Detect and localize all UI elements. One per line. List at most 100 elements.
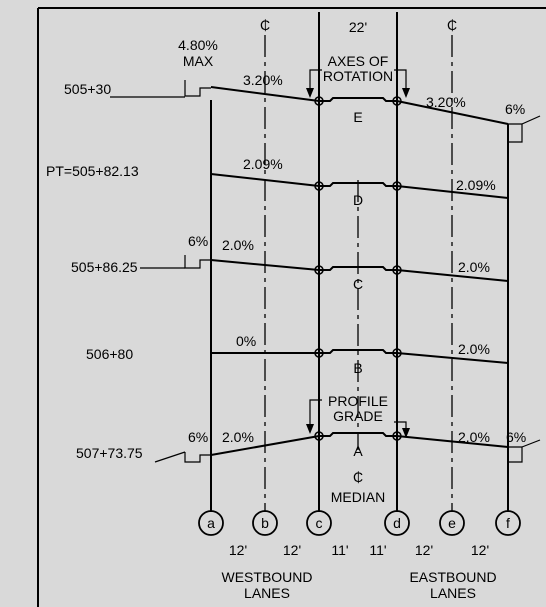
edge-note-right-a: 6% — [506, 429, 526, 445]
lane-width-1: 12' — [229, 542, 247, 558]
median-label: MEDIAN — [331, 489, 385, 505]
section-letter-e: E — [353, 109, 362, 125]
lane-marker-circle — [495, 510, 521, 536]
profile-grade-line-2: GRADE — [333, 408, 383, 424]
pivot-point — [392, 181, 402, 191]
westbound-slope-d — [210, 173, 320, 187]
median-c — [319, 266, 397, 271]
eastbound-slope-e — [396, 100, 509, 125]
station-label-5: 507+73.75 — [76, 445, 143, 461]
westbound-slope-c — [210, 259, 320, 271]
lane-marker-c: c — [316, 515, 323, 531]
edge-note-right-e: 6% — [505, 101, 525, 117]
lane-marker-circle — [306, 510, 332, 536]
pivot-points — [314, 96, 402, 441]
section-letter-b: B — [353, 360, 362, 376]
profile-arrow-right — [402, 428, 410, 438]
profile-arrow-left — [306, 424, 314, 434]
slope-left-b: 0% — [236, 333, 256, 349]
westbound-slope-a — [210, 435, 320, 456]
station-label-1: 505+30 — [64, 81, 111, 97]
centerline-symbol-west: ₵ — [260, 17, 270, 33]
median-e — [319, 97, 397, 102]
eastbound-slope-a — [396, 435, 509, 448]
lane-marker-circle — [384, 510, 410, 536]
right-shoulder-e-tail — [521, 115, 541, 125]
eastbound-label-line-2: LANES — [430, 585, 476, 601]
station-label-3: 505+86.25 — [71, 259, 138, 275]
profile-leader-left — [309, 399, 322, 425]
station-leader-5 — [154, 451, 186, 463]
axes-leader-left — [309, 69, 322, 90]
westbound-label-line-2: LANES — [244, 585, 290, 601]
slope-left-a: 2.0% — [222, 429, 254, 445]
axes-arrow-left — [306, 88, 314, 98]
eastbound-slope-b — [396, 352, 509, 364]
left-shoulder-e — [184, 80, 211, 97]
lane-width-3: 11' — [331, 542, 348, 558]
pivot-point — [314, 431, 324, 441]
station-label-2: PT=505+82.13 — [46, 163, 139, 179]
max-slope-label: MAX — [183, 53, 214, 69]
axes-arrow-right — [402, 88, 410, 98]
profile-grade-line-1: PROFILE — [328, 393, 388, 409]
lane-marker-e: e — [448, 515, 456, 531]
axes-label-line-1: AXES OF — [328, 53, 389, 69]
lane-marker-f: f — [506, 515, 510, 531]
median-width-label: 22' — [349, 19, 367, 35]
eastbound-label-line-1: EASTBOUND — [409, 569, 496, 585]
station-label-4: 506+80 — [86, 346, 133, 362]
right-shoulder-a-tail — [521, 439, 541, 448]
slope-left-e: 3.20% — [243, 72, 283, 88]
lane-width-2: 12' — [283, 542, 301, 558]
axes-label-line-2: ROTATION — [323, 68, 393, 84]
lane-marker-circle — [198, 510, 224, 536]
axes-leader-right — [394, 69, 407, 90]
pivot-point — [314, 181, 324, 191]
lane-marker-a: a — [207, 515, 215, 531]
pivot-point — [314, 96, 324, 106]
lane-marker-b: b — [261, 515, 269, 531]
slope-right-c: 2.0% — [458, 259, 490, 275]
median-d — [319, 182, 397, 187]
section-letter-c: C — [353, 276, 363, 292]
lane-width-6: 12' — [471, 542, 489, 558]
left-shoulder-c — [184, 255, 211, 269]
pivot-point — [314, 265, 324, 275]
slope-right-b: 2.0% — [458, 341, 490, 357]
westbound-label-line-1: WESTBOUND — [222, 569, 313, 585]
lane-marker-circle — [252, 510, 278, 536]
centerline-symbol-east: ₵ — [447, 17, 457, 33]
section-letter-a: A — [353, 443, 363, 459]
pivot-point — [392, 348, 402, 358]
section-letter-d: D — [353, 192, 363, 208]
slope-left-d: 2.09% — [243, 156, 283, 172]
left-shoulder-a — [184, 452, 211, 463]
max-slope-value: 4.80% — [178, 37, 218, 53]
slope-right-a: 2.0% — [458, 429, 490, 445]
pivot-point — [392, 431, 402, 441]
edge-note-left-a: 6% — [188, 429, 208, 445]
lane-marker-d: d — [393, 515, 401, 531]
median-b — [319, 349, 397, 354]
median-centerline-symbol: ₵ — [353, 469, 363, 485]
right-shoulder-e — [508, 123, 523, 143]
pivot-point — [392, 265, 402, 275]
median-a — [319, 432, 397, 437]
lane-marker-circle — [439, 510, 465, 536]
eastbound-slope-c — [396, 269, 509, 282]
slope-left-c: 2.0% — [222, 237, 254, 253]
right-shoulder-a — [508, 446, 523, 463]
lane-markers — [198, 510, 521, 536]
lane-width-4: 11' — [369, 542, 386, 558]
slope-right-d: 2.09% — [456, 177, 496, 193]
slope-right-e: 3.20% — [426, 94, 466, 110]
pivot-point — [314, 348, 324, 358]
edge-note-left-c: 6% — [188, 233, 208, 249]
pivot-point — [392, 96, 402, 106]
westbound-slope-e — [210, 86, 320, 102]
profile-leader-right — [394, 421, 407, 430]
eastbound-slope-d — [396, 185, 509, 199]
